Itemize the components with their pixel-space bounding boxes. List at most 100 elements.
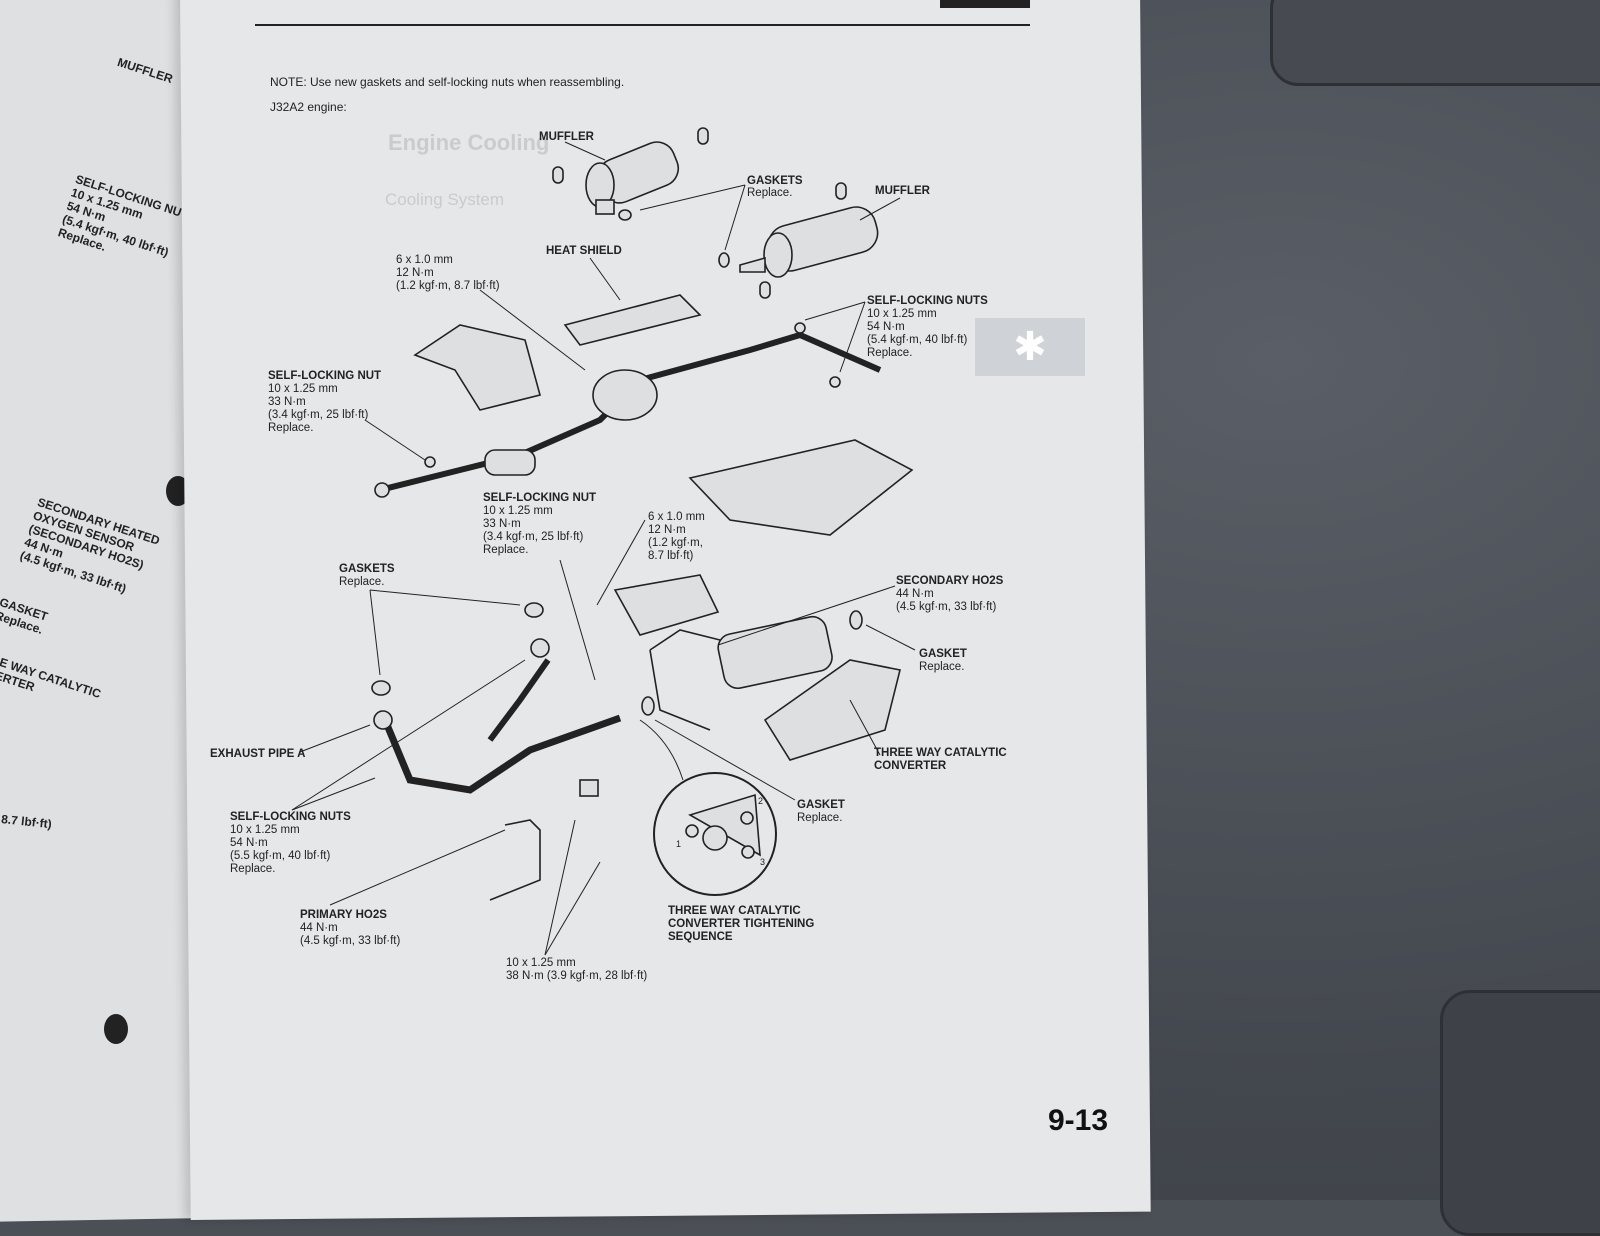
label-self-locking-nuts-low: SELF-LOCKING NUTS 10 x 1.25 mm 54 N·m (5… — [230, 811, 351, 876]
label-three-way-cat: THREE WAY CATALYTIC CONVERTER — [874, 747, 1007, 773]
heat-shield-lower — [688, 439, 914, 536]
spec-title: THREE WAY CATALYTIC — [668, 905, 801, 917]
label-bolt-6x1-b: 6 x 1.0 mm 12 N·m (1.2 kgf·m, 8.7 lbf·ft… — [648, 511, 705, 563]
leader-lines — [291, 141, 916, 956]
spec-title: THREE WAY CATALYTIC — [874, 747, 1007, 759]
label-bolt-10x125: 10 x 1.25 mm 38 N·m (3.9 kgf·m, 28 lbf·f… — [506, 957, 647, 983]
binder-hole — [104, 1014, 128, 1044]
muffler-right — [739, 206, 879, 278]
sequence-number-3: 3 — [760, 857, 766, 867]
spec-title: SELF-LOCKING NUTS — [867, 295, 988, 307]
sequence-number-1: 1 — [676, 839, 682, 849]
hanger — [835, 182, 847, 200]
gasket — [524, 602, 544, 618]
spec-line: (4.5 kgf·m, 33 lbf·ft) — [896, 601, 997, 613]
spec-line: 54 N·m — [867, 321, 905, 333]
hanger — [697, 127, 709, 145]
spec-line: 8.7 lbf·ft) — [648, 550, 694, 562]
exhaust-diagram — [291, 127, 916, 956]
gasket — [618, 209, 632, 221]
gasket — [371, 680, 391, 696]
bleed-through: Cooling System — [385, 190, 505, 209]
header-rule — [255, 24, 1030, 26]
spec-line: Replace. — [797, 812, 843, 824]
spec-title: SECONDARY HO2S — [896, 575, 1004, 587]
spec-line: Replace. — [919, 661, 965, 673]
spec-line: Replace. — [339, 576, 385, 588]
engine-heading: J32A2 engine: — [270, 100, 347, 114]
gasket — [641, 696, 655, 716]
catalytic-converter — [717, 615, 833, 690]
label-gaskets-top: GASKETS — [747, 175, 803, 187]
spec-line: Replace. — [268, 422, 314, 434]
spec-line: (1.2 kgf·m, 8.7 lbf·ft) — [396, 280, 500, 292]
label-gaskets-mid: GASKETS Replace. — [339, 563, 395, 589]
hanger — [552, 166, 564, 184]
nut — [424, 456, 436, 468]
secondary-ho2s-wire — [649, 629, 721, 731]
spec-line: (4.5 kgf·m, 33 lbf·ft) — [300, 935, 401, 947]
spec-line: 10 x 1.25 mm — [268, 383, 338, 395]
floor-mat — [1270, 0, 1600, 86]
spec-line: 6 x 1.0 mm — [648, 511, 705, 523]
spec-line: (5.5 kgf·m, 40 lbf·ft) — [230, 850, 331, 862]
spec-title: CONVERTER — [874, 760, 947, 772]
label-muffler-upper: MUFFLER — [539, 131, 594, 143]
spec-title: GASKET — [797, 799, 845, 811]
spec-title: GASKETS — [339, 563, 395, 575]
spec-line: (3.4 kgf·m, 25 lbf·ft) — [483, 531, 584, 543]
heat-shield-front — [413, 324, 541, 411]
hanger — [759, 281, 771, 299]
label-self-locking-nut-left: SELF-LOCKING NUT 10 x 1.25 mm 33 N·m (3.… — [268, 370, 381, 435]
label-bolt-6x1-a: 6 x 1.0 mm 12 N·m (1.2 kgf·m, 8.7 lbf·ft… — [396, 254, 500, 293]
spec-title: SELF-LOCKING NUT — [268, 370, 382, 382]
spec-title: SELF-LOCKING NUT — [483, 492, 597, 504]
label-gaskets-top-sub: Replace. — [747, 187, 793, 199]
gasket — [849, 610, 863, 630]
spec-line: Replace. — [230, 863, 276, 875]
flange — [374, 482, 390, 498]
spec-line: 44 N·m — [300, 922, 338, 934]
spec-line: (3.4 kgf·m, 25 lbf·ft) — [268, 409, 369, 421]
label-exhaust-pipe-a: EXHAUST PIPE A — [210, 748, 306, 760]
label-tightening-sequence: THREE WAY CATALYTIC CONVERTER TIGHTENING… — [668, 905, 814, 944]
spec-line: 33 N·m — [483, 518, 521, 530]
spec-line: Replace. — [867, 347, 913, 359]
label-muffler-right: MUFFLER — [875, 185, 930, 197]
nut — [794, 322, 806, 334]
spec-title: SELF-LOCKING NUTS — [230, 811, 351, 823]
label-heat-shield: HEAT SHIELD — [546, 245, 622, 257]
label-secondary-ho2s: SECONDARY HO2S 44 N·m (4.5 kgf·m, 33 lbf… — [896, 575, 1003, 614]
note-text: NOTE: Use new gaskets and self-locking n… — [270, 75, 625, 89]
muffler-upper — [585, 141, 680, 215]
label-gasket-right: GASKET Replace. — [919, 648, 967, 674]
flange — [373, 710, 393, 730]
spec-line: (1.2 kgf·m, — [648, 537, 703, 549]
spec-line: 33 N·m — [268, 396, 306, 408]
spec-line: 38 N·m (3.9 kgf·m, 28 lbf·ft) — [506, 970, 648, 982]
resonator-small — [484, 449, 536, 476]
sequence-number-2: 2 — [758, 796, 764, 806]
label-primary-ho2s: PRIMARY HO2S 44 N·m (4.5 kgf·m, 33 lbf·f… — [300, 909, 400, 948]
spec-line: 10 x 1.25 mm — [230, 824, 300, 836]
spec-line: 10 x 1.25 mm — [483, 505, 553, 517]
bleed-through: Engine Cooling — [388, 130, 550, 155]
spec-line: 6 x 1.0 mm — [396, 254, 453, 266]
spec-title: GASKET — [919, 648, 967, 660]
spec-line: 12 N·m — [396, 267, 434, 279]
spec-line: 10 x 1.25 mm — [506, 957, 576, 969]
converter-shield — [763, 659, 901, 761]
flange — [530, 638, 550, 658]
heat-shield — [563, 294, 702, 346]
header-tab — [940, 0, 1030, 8]
label-self-locking-nuts-top: SELF-LOCKING NUTS 10 x 1.25 mm 54 N·m (5… — [867, 295, 988, 360]
spec-title: CONVERTER TIGHTENING — [668, 918, 815, 930]
tightening-sequence-circle — [653, 772, 777, 896]
spec-line: 54 N·m — [230, 837, 268, 849]
spec-line: 12 N·m — [648, 524, 686, 536]
spec-title: SEQUENCE — [668, 931, 733, 943]
label-gasket-low: GASKET Replace. — [797, 799, 845, 825]
primary-ho2s-wire — [489, 819, 541, 901]
resonator — [592, 369, 658, 421]
bracket — [579, 779, 599, 797]
